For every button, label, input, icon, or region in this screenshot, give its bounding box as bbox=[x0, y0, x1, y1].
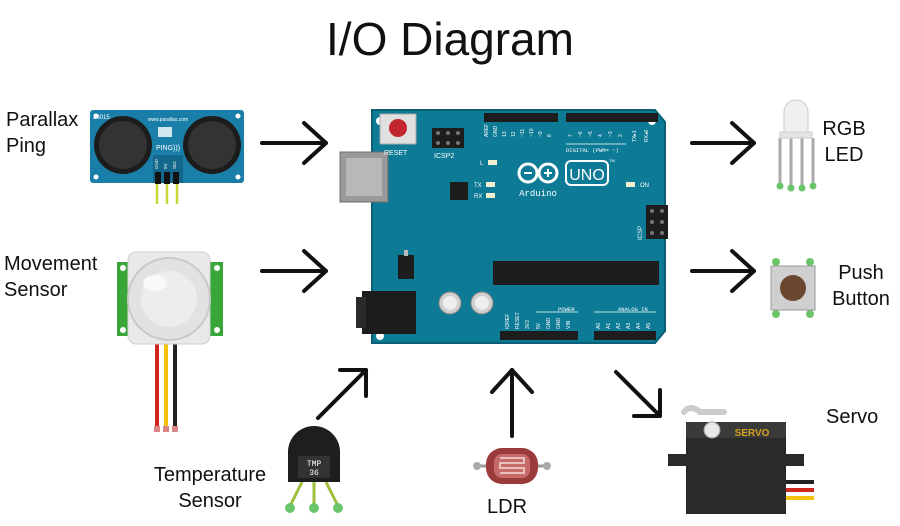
power-pin-label: IOREF bbox=[505, 314, 511, 329]
analog-pin-label: A2 bbox=[616, 323, 622, 329]
icsp-header bbox=[646, 205, 668, 239]
arrow-temp-to-board bbox=[318, 370, 366, 418]
tmp36-label-line1: TMP bbox=[307, 460, 322, 469]
digital-pin-label: 7 bbox=[568, 134, 574, 137]
icsp2-header bbox=[432, 128, 464, 148]
arrow-board-to-rgb bbox=[692, 123, 754, 163]
analog-label: ANALOG IN bbox=[618, 306, 648, 313]
power-pin-label: VIN bbox=[566, 320, 572, 329]
power-pin-label: 3V3 bbox=[525, 320, 531, 329]
power-label: POWER bbox=[558, 306, 575, 313]
arrow-board-to-servo bbox=[616, 372, 660, 416]
analog-pin-label: A4 bbox=[636, 323, 642, 329]
digital-pin-label: AREF bbox=[484, 124, 490, 137]
icsp2-label: ICSP2 bbox=[434, 153, 454, 160]
model-label: UNO bbox=[569, 167, 605, 184]
analog-pin-label: A1 bbox=[606, 323, 612, 329]
analog-header bbox=[594, 331, 656, 340]
led-tx-label: TX bbox=[474, 183, 482, 189]
ping-module-name: PING))) bbox=[156, 145, 180, 152]
button-cap bbox=[780, 275, 806, 301]
digital-pin-label: 4 bbox=[598, 134, 604, 137]
ping-module-id: 28015 bbox=[93, 115, 110, 121]
analog-pin-label: A0 bbox=[596, 323, 602, 329]
analog-pin-label: A3 bbox=[626, 323, 632, 329]
temperature-sensor: TMP 36 bbox=[285, 426, 343, 513]
analog-pin-label: A5 bbox=[646, 323, 652, 329]
led-on-label: ON bbox=[640, 183, 649, 189]
arrow-ldr-to-board bbox=[492, 370, 532, 436]
rgb-led bbox=[777, 100, 817, 192]
digital-pin-label: ~11 bbox=[520, 129, 526, 137]
digital-pin-label: 8 bbox=[547, 134, 553, 137]
led-rx bbox=[486, 193, 495, 198]
power-pin-label: 5V bbox=[536, 322, 542, 329]
power-pin-label: GND bbox=[556, 318, 562, 330]
brand-label: Arduino bbox=[519, 189, 557, 199]
arduino-board: RESET ICSP2 AREF GND 13 12 ~11 ~10 ~9 8 … bbox=[340, 110, 668, 343]
usb-chip bbox=[450, 182, 468, 200]
led-l bbox=[488, 160, 497, 165]
digital-pin-label: GND bbox=[493, 126, 499, 138]
digital-pin-label: TX▸1 bbox=[632, 130, 638, 142]
digital-pin-label: 12 bbox=[511, 131, 517, 137]
power-pin-label: GND bbox=[546, 318, 552, 330]
digital-pin-label: RX◂0 bbox=[644, 130, 650, 142]
digital-header-1 bbox=[484, 113, 558, 122]
servo-label: SERVO bbox=[735, 428, 770, 439]
servo-motor: SERVO bbox=[668, 408, 814, 514]
reset-label: RESET bbox=[384, 150, 408, 157]
arrow-ping-to-board bbox=[262, 123, 326, 163]
led-rx-label: RX bbox=[474, 194, 482, 200]
trademark-label: TM bbox=[609, 158, 615, 163]
digital-pin-label: ~10 bbox=[529, 128, 535, 137]
ping-module-url: www.parallax.com bbox=[148, 117, 188, 123]
digital-pin-label: 13 bbox=[502, 131, 508, 137]
power-header bbox=[500, 331, 578, 340]
voltage-regulator bbox=[398, 255, 414, 279]
tmp36-label-line2: 36 bbox=[309, 469, 319, 478]
digital-pin-label: ~6 bbox=[578, 131, 584, 137]
digital-label: DIGITAL (PWM= ~) bbox=[566, 147, 619, 154]
led-tx bbox=[486, 182, 495, 187]
power-jack bbox=[362, 291, 416, 334]
digital-pin-label: ~3 bbox=[608, 131, 614, 137]
power-pin-label: RESET bbox=[515, 312, 521, 329]
ping-pin-sig: SIG bbox=[172, 161, 177, 169]
atmega-chip bbox=[493, 261, 659, 285]
ping-pin-gnd: GND bbox=[154, 158, 159, 169]
digital-pin-label: 2 bbox=[618, 134, 624, 137]
ping-pin-5v: 5V bbox=[163, 163, 168, 169]
pir-sensor bbox=[117, 252, 223, 432]
digital-header-2 bbox=[566, 113, 658, 122]
ping-sensor: 28015 www.parallax.com PING))) GND 5V SI… bbox=[90, 110, 244, 204]
servo-horn bbox=[704, 422, 720, 438]
digital-pin-label: ~9 bbox=[538, 131, 544, 137]
icsp-label: ICSP bbox=[638, 226, 644, 240]
push-button bbox=[771, 258, 815, 318]
led-on bbox=[626, 182, 635, 187]
arrow-pir-to-board bbox=[262, 251, 326, 291]
ldr-sensor bbox=[473, 448, 551, 484]
digital-pin-label: ~5 bbox=[588, 131, 594, 137]
arrow-board-to-button bbox=[692, 251, 754, 291]
